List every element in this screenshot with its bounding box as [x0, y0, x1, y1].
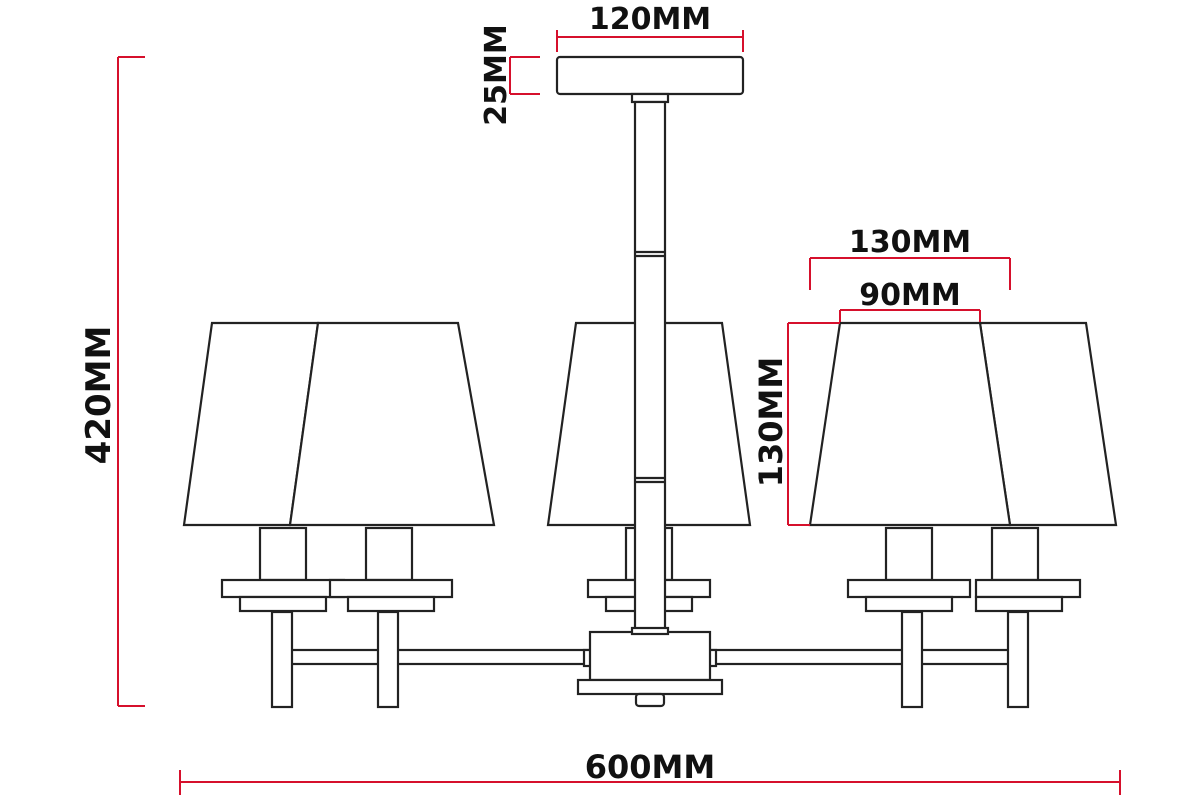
- shade-bottom-width-label: 130MM: [849, 225, 971, 260]
- central-column: [555, 55, 745, 708]
- center-rod: [633, 100, 667, 632]
- lamp-shades: [182, 321, 1118, 527]
- ceiling-canopy: [555, 55, 745, 96]
- dimension-lines: [117, 30, 1121, 795]
- overall-height-label: 420MM: [79, 326, 119, 465]
- canopy-height-label: 25MM: [479, 24, 514, 125]
- overall-width-label: 600MM: [585, 748, 715, 786]
- shade-height-label: 130MM: [752, 357, 790, 487]
- lamp-shade: [288, 321, 496, 527]
- center-hub: [588, 630, 712, 682]
- shade-top-width-label: 90MM: [859, 278, 960, 313]
- chandelier-fixture: [182, 55, 1118, 709]
- canopy-width-label: 120MM: [589, 2, 711, 37]
- dimension-labels: 420MM 600MM 120MM 25MM 130MM 90MM 130MM: [79, 2, 971, 786]
- lamp-shade: [808, 321, 1012, 527]
- bobeche-discs: [220, 578, 1082, 613]
